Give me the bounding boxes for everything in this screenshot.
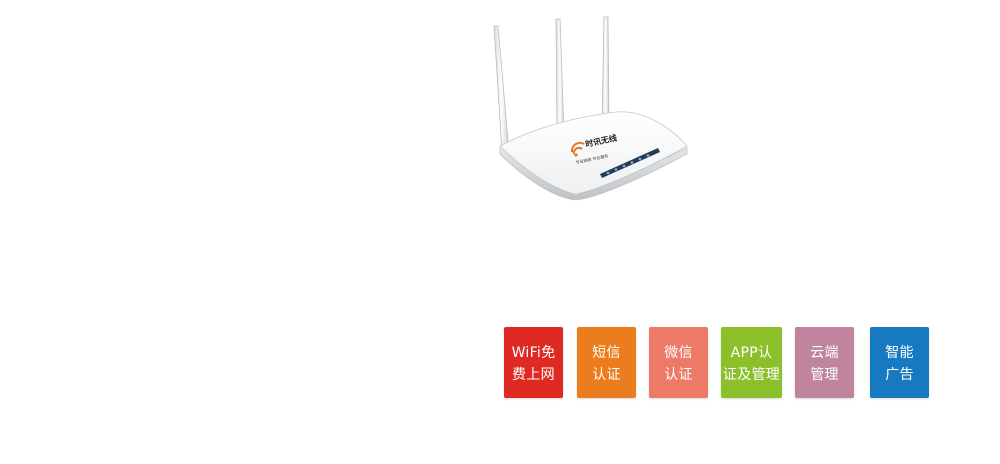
feature-app-auth-line1: APP认 [730, 344, 773, 361]
led-indicators [600, 148, 660, 178]
feature-wechat-auth-line2: 认证 [664, 366, 693, 383]
feature-wifi-free-line1: WiFi免 [511, 344, 556, 361]
feature-smart-ads-line2: 广告 [885, 366, 914, 383]
feature-sms-auth[interactable]: 短信 认证 [577, 327, 636, 398]
feature-cloud-management-line2: 管理 [810, 366, 839, 383]
feature-app-auth[interactable]: APP认 证及管理 [721, 327, 782, 398]
feature-cloud-management[interactable]: 云端 管理 [795, 327, 854, 398]
router-product-image: 时讯无线 专业网络 专业服务 [488, 14, 698, 204]
feature-app-auth-line2: 证及管理 [722, 366, 781, 383]
feature-wechat-auth[interactable]: 微信 认证 [649, 327, 708, 398]
feature-wifi-free-line2: 费上网 [512, 366, 555, 383]
feature-sms-auth-line2: 认证 [592, 366, 621, 383]
feature-cloud-management-line1: 云端 [810, 344, 839, 361]
feature-sms-auth-line1: 短信 [592, 344, 621, 361]
router-illustration: 时讯无线 专业网络 专业服务 [493, 16, 688, 201]
feature-wechat-auth-line1: 微信 [664, 344, 693, 361]
feature-wifi-free[interactable]: WiFi免 费上网 [504, 327, 563, 398]
feature-smart-ads[interactable]: 智能 广告 [870, 327, 929, 398]
feature-smart-ads-line1: 智能 [885, 344, 914, 361]
